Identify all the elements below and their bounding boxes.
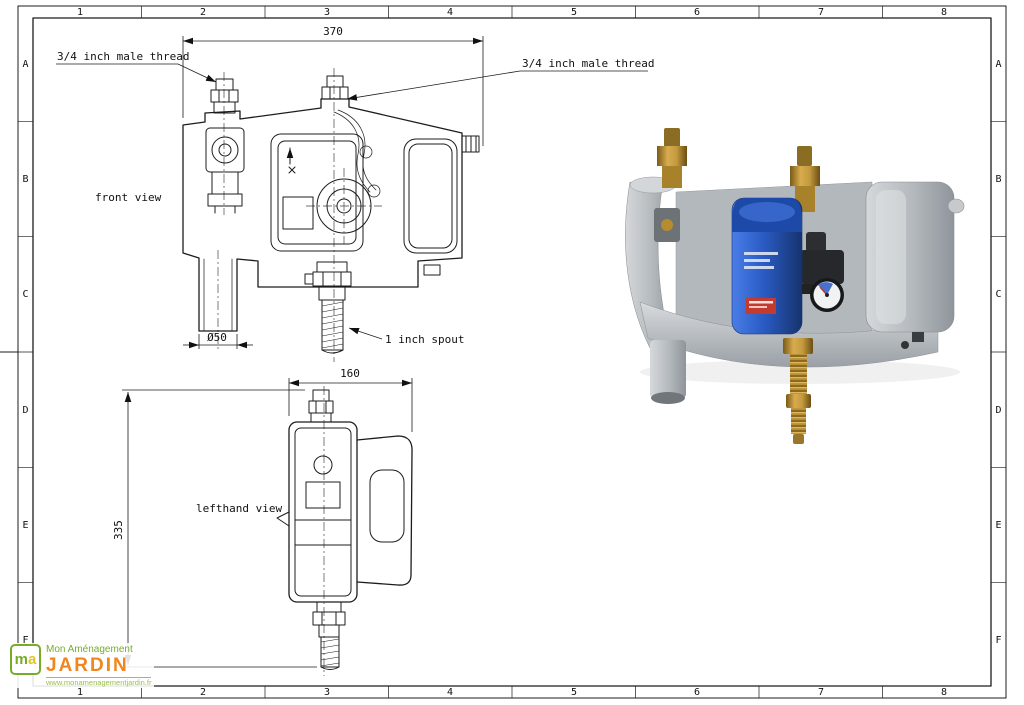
watermark-brand-bottom: JARDIN xyxy=(46,654,129,676)
lv-outlet-spout xyxy=(312,601,346,670)
thread-label-left: 3/4 inch male thread xyxy=(56,50,217,83)
dim-160: 160 xyxy=(288,367,413,432)
side-nipple xyxy=(461,135,480,153)
row-label-right: A xyxy=(995,59,1001,70)
render-base xyxy=(639,301,939,368)
watermark-divider xyxy=(46,677,152,679)
render-blue-pump xyxy=(731,197,803,335)
row-label-left: B xyxy=(22,174,28,185)
mount-foot xyxy=(423,264,441,276)
render-pressure-tank xyxy=(865,181,965,342)
lv-thread-fitting xyxy=(308,389,334,423)
col-label-bottom: 8 xyxy=(941,687,947,698)
render-pressure-gauge xyxy=(802,278,844,312)
col-label-bottom: 6 xyxy=(694,687,700,698)
render-left-brass-fitting xyxy=(657,128,687,188)
watermark-brand-top: Mon Aménagement xyxy=(46,644,133,655)
row-label-left: C xyxy=(22,289,28,300)
render-drain-plug xyxy=(901,341,909,349)
render-pressure-switch xyxy=(800,232,844,284)
col-label-bottom: 4 xyxy=(447,687,453,698)
dim-diameter-label: Ø50 xyxy=(207,331,227,344)
grid-zone-labels: 1 2 3 4 5 6 7 8 1 2 3 4 5 6 7 8 A B C D … xyxy=(22,7,1001,698)
top-zone-ticks xyxy=(141,5,883,19)
col-label-top: 3 xyxy=(324,7,330,18)
col-label-top: 1 xyxy=(77,7,83,18)
render-brass-spout xyxy=(783,338,813,444)
dim-370: 370 xyxy=(182,25,484,146)
col-label-top: 8 xyxy=(941,7,947,18)
pump-housing xyxy=(270,133,372,252)
row-label-left: A xyxy=(22,59,28,70)
row-label-right: C xyxy=(995,289,1001,300)
row-label-right: E xyxy=(995,520,1001,531)
row-label-left: E xyxy=(22,520,28,531)
spout-label-text: 1 inch spout xyxy=(385,333,464,346)
row-label-left: F xyxy=(22,635,28,646)
lv-rear-bracket xyxy=(356,435,413,586)
watermark-text-block: Mon Aménagement JARDIN www.monamenagemen… xyxy=(46,644,152,688)
product-3d-render xyxy=(625,128,965,444)
dim-160-label: 160 xyxy=(340,367,360,380)
render-down-pipe xyxy=(650,340,686,404)
sheet-frame xyxy=(0,5,1007,699)
pump-body-outline xyxy=(182,98,463,332)
lefthand-view-caption: lefthand view xyxy=(196,502,282,515)
hose-loop xyxy=(333,109,381,198)
dim-335: 335 xyxy=(112,389,317,668)
col-label-top: 6 xyxy=(694,7,700,18)
col-label-bottom: 3 xyxy=(324,687,330,698)
thread-label-right-text: 3/4 inch male thread xyxy=(522,57,654,70)
dim-diameter-50: Ø50 xyxy=(183,331,253,349)
bottom-zone-ticks xyxy=(141,685,883,699)
dim-370-label: 370 xyxy=(323,25,343,38)
col-label-bottom: 7 xyxy=(818,687,824,698)
left-zone-ticks xyxy=(17,120,34,584)
logo-letter-a: a xyxy=(28,651,37,668)
front-view-caption: front view xyxy=(95,191,162,204)
center-thread-fitting xyxy=(321,75,349,100)
watermark-url: www.monamenagementjardin.fr xyxy=(46,678,152,688)
row-label-right: D xyxy=(995,405,1001,416)
logo-letter-m: m xyxy=(14,651,28,668)
pressure-tank xyxy=(403,138,458,254)
col-label-top: 5 xyxy=(571,7,577,18)
col-label-bottom: 1 xyxy=(77,687,83,698)
front-view-drawing: 370 3/4 inch male thread 3/4 inch male t… xyxy=(56,25,654,362)
col-label-bottom: 2 xyxy=(200,687,206,698)
outlet-valve-and-spout xyxy=(304,261,352,354)
col-label-top: 7 xyxy=(818,7,824,18)
down-pipe xyxy=(203,258,233,332)
left-thread-fitting xyxy=(210,78,239,114)
thread-label-left-text: 3/4 inch male thread xyxy=(57,50,189,63)
col-label-top: 2 xyxy=(200,7,206,18)
row-label-right: B xyxy=(995,174,1001,185)
lv-body xyxy=(276,421,358,603)
row-label-right: F xyxy=(995,635,1001,646)
spout-label: 1 inch spout xyxy=(348,327,464,346)
right-zone-ticks xyxy=(990,120,1007,584)
row-label-left: D xyxy=(22,405,28,416)
dim-335-label: 335 xyxy=(112,520,125,540)
col-label-top: 4 xyxy=(447,7,453,18)
thread-label-right: 3/4 inch male thread xyxy=(346,57,654,101)
lefthand-view-drawing: 160 335 lefthand view xyxy=(112,367,413,676)
col-label-bottom: 5 xyxy=(571,687,577,698)
inlet-valve-assembly xyxy=(205,127,245,214)
